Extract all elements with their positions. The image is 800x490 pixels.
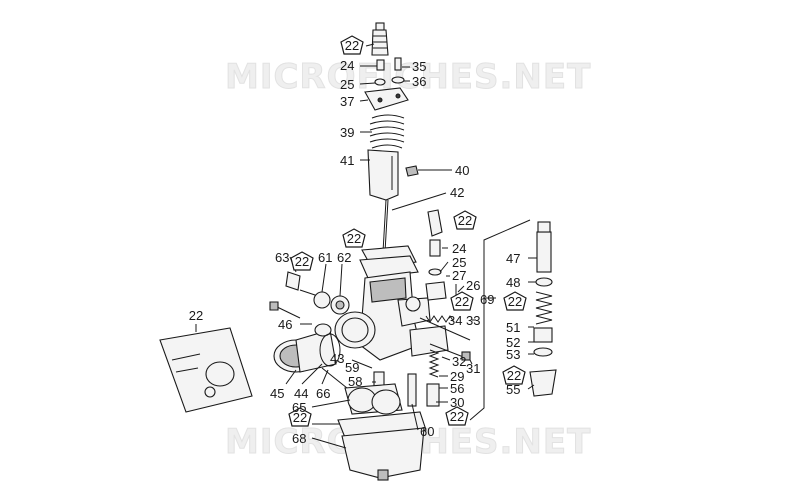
callout-69: 69	[480, 292, 494, 307]
leader-lines	[195, 43, 537, 449]
pentagon-badges	[288, 35, 527, 427]
callout-32: 32	[452, 354, 466, 369]
callout-22: 22	[295, 254, 309, 269]
callout-22: 22	[345, 38, 359, 53]
callout-39: 39	[340, 125, 354, 140]
callout-25: 25	[452, 255, 466, 270]
callout-29: 29	[450, 369, 464, 384]
callout-55: 55	[506, 382, 520, 397]
callout-63: 63	[275, 250, 289, 265]
callout-40: 40	[455, 163, 469, 178]
callout-34: 34	[448, 313, 462, 328]
callout-37: 37	[340, 94, 354, 109]
callout-26: 26	[466, 278, 480, 293]
callout-22: 22	[458, 213, 472, 228]
callout-41: 41	[340, 153, 354, 168]
callout-36: 36	[412, 74, 426, 89]
callout-59: 59	[345, 360, 359, 375]
callout-65: 65	[292, 400, 306, 415]
callout-58: 58	[348, 374, 362, 389]
callout-44: 44	[294, 386, 308, 401]
callout-45: 45	[270, 386, 284, 401]
callout-35: 35	[412, 59, 426, 74]
callout-30: 30	[450, 395, 464, 410]
callout-51: 51	[506, 320, 520, 335]
callout-22: 22	[455, 294, 469, 309]
callout-22: 22	[189, 308, 203, 323]
callout-48: 48	[506, 275, 520, 290]
parts-drawing	[159, 22, 557, 481]
callout-62: 62	[337, 250, 351, 265]
callout-46: 46	[278, 317, 292, 332]
callout-27: 27	[452, 268, 466, 283]
callout-22: 22	[293, 410, 307, 425]
callout-22: 22	[508, 294, 522, 309]
callout-22: 22	[347, 231, 361, 246]
callout-24: 24	[452, 241, 466, 256]
callout-66: 66	[316, 386, 330, 401]
callout-22: 22	[507, 368, 521, 383]
watermark-top: MICROFICHES.NET	[225, 57, 591, 97]
callout-56: 56	[450, 381, 464, 396]
callout-53: 53	[506, 347, 520, 362]
callout-25: 25	[340, 77, 354, 92]
callout-22: 22	[450, 409, 464, 424]
callout-43: 43	[330, 351, 344, 366]
callout-33: 33	[466, 313, 480, 328]
callout-68: 68	[292, 431, 306, 446]
callout-47: 47	[506, 251, 520, 266]
callout-61: 61	[318, 250, 332, 265]
callout-60: 60	[420, 424, 434, 439]
callout-24: 24	[340, 58, 354, 73]
callout-labels: 22 24 35 25 36 37 39 41 40 42 22 22 63 2…	[189, 38, 522, 446]
callout-52: 52	[506, 335, 520, 350]
callout-42: 42	[450, 185, 464, 200]
callout-31: 31	[466, 361, 480, 376]
